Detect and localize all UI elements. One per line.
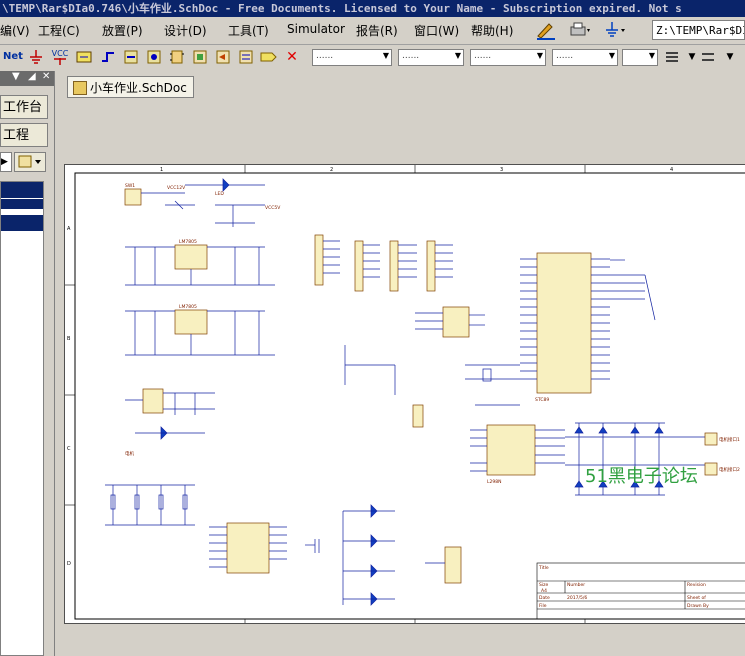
label-motor: 电机 (125, 450, 134, 457)
distribute-dropdown-icon[interactable]: ▼ (726, 52, 734, 62)
wiring-toolbar: Net VCC ✕ ......▼ ......▼ ......▼ ......… (0, 45, 745, 72)
schematic-sheet[interactable]: 1 2 3 4 A B C D (64, 164, 745, 624)
zone-number-1: 1 (160, 167, 163, 173)
bus-entry-icon[interactable] (76, 49, 92, 65)
project-menu-button[interactable] (14, 152, 46, 172)
bus-icon[interactable] (123, 49, 139, 65)
label-lm7805-2: LM7805 (179, 304, 197, 310)
ground-icon[interactable] (603, 20, 627, 40)
label-vcc5-1: VCC5V (265, 205, 281, 211)
vcc-port-label: VCC (51, 49, 69, 58)
zone-letter-c: C (67, 446, 71, 452)
title-block-date-value: 2017/5/6 (567, 595, 587, 601)
align-icon[interactable] (664, 49, 680, 65)
panel-menu-icon[interactable]: ▼ (12, 71, 20, 82)
zone-number-3: 3 (500, 167, 503, 173)
label-led: LED (215, 191, 224, 197)
label-sw1: SW1 (125, 183, 135, 189)
menu-project[interactable]: 工程(C) (38, 24, 80, 38)
title-block-file: File (539, 603, 547, 609)
device-sheet-icon[interactable] (238, 49, 254, 65)
label-lm7805-1: LM7805 (179, 239, 197, 245)
zone-letter-b: B (67, 336, 71, 342)
project-tree-item[interactable] (1, 215, 43, 231)
menu-window[interactable]: 窗口(W) (414, 24, 460, 38)
document-path-field[interactable]: Z:\TEMP\Rar$DIa (652, 20, 745, 40)
tab-schdoc[interactable]: 小车作业.SchDoc (67, 76, 194, 98)
port-icon[interactable] (260, 49, 277, 65)
label-vcc12: VCC12V (167, 185, 186, 191)
zone-number-4: 4 (670, 167, 673, 173)
zone-letter-a: A (67, 226, 71, 232)
title-block-number: Number (567, 582, 585, 588)
menu-tools[interactable]: 工具(T) (228, 24, 269, 38)
label-motor-port-2: 电机接口2 (719, 466, 740, 473)
title-block-sheet: Sheet of (687, 595, 706, 601)
title-block-size: Size (539, 582, 548, 588)
part-icon[interactable] (169, 49, 185, 65)
menu-help[interactable]: 帮助(H) (471, 24, 514, 38)
schematic-drawing: 1 2 3 4 A B C D (65, 165, 745, 623)
tree-toggle-icon[interactable]: ▶ (0, 152, 12, 172)
panel-header: ▼ ◢ ✕ (0, 71, 54, 86)
title-block-date: Date (539, 595, 550, 601)
projects-panel: ▼ ◢ ✕ 工作台 工程 ▶ (0, 71, 55, 656)
title-block-title: Title (538, 565, 549, 571)
filter-dropdown-4[interactable]: ......▼ (552, 49, 618, 66)
window-title: \TEMP\Rar$DIa0.746\小车作业.SchDoc - Free Do… (2, 2, 682, 15)
close-icon[interactable]: ✕ (42, 71, 51, 82)
project-button[interactable]: 工程 (0, 123, 48, 147)
filter-dropdown-1[interactable]: ......▼ (312, 49, 392, 66)
distribute-icon[interactable] (700, 49, 716, 65)
signal-harness-icon[interactable] (146, 49, 162, 65)
schematic-file-icon (73, 81, 87, 95)
menu-view[interactable]: 编(V) (0, 24, 30, 38)
menu-design[interactable]: 设计(D) (164, 24, 207, 38)
zone-letter-d: D (67, 561, 71, 567)
project-tree-item[interactable] (1, 198, 43, 209)
zone-number-2: 2 (330, 167, 333, 173)
no-erc-icon[interactable]: ✕ (286, 49, 298, 65)
filter-dropdown-3[interactable]: ......▼ (470, 49, 546, 66)
workspace-button[interactable]: 工作台 (0, 95, 48, 119)
project-tree[interactable] (0, 181, 44, 656)
label-l298n: L298N (487, 479, 501, 485)
sheet-entry-icon[interactable] (215, 49, 231, 65)
pin-icon[interactable]: ◢ (28, 71, 36, 82)
sheet-symbol-icon[interactable] (192, 49, 208, 65)
filter-dropdown-2[interactable]: ......▼ (398, 49, 464, 66)
title-block-drawn: Drawn By (687, 603, 709, 609)
ground-port-icon[interactable] (28, 49, 44, 65)
project-tree-item-selected[interactable] (1, 182, 43, 198)
label-mcu: STC89 (535, 397, 549, 403)
wire-icon[interactable] (100, 49, 116, 65)
menu-bar: 编(V) 工程(C) 放置(P) 设计(D) 工具(T) Simulator 报… (0, 17, 745, 45)
watermark-text: 51黑电子论坛 (585, 466, 698, 487)
title-block-size-value: A4 (541, 588, 547, 594)
menu-simulator[interactable]: Simulator (287, 22, 345, 36)
tab-schdoc-label: 小车作业.SchDoc (90, 81, 187, 95)
title-block-revision: Revision (687, 582, 706, 588)
align-dropdown-icon[interactable]: ▼ (688, 52, 696, 62)
vcc-port-icon[interactable]: VCC (50, 49, 70, 65)
filter-dropdown-5[interactable]: ▼ (622, 49, 658, 66)
window-title-bar: \TEMP\Rar$DIa0.746\小车作业.SchDoc - Free Do… (0, 0, 745, 17)
edit-icon[interactable] (535, 20, 557, 40)
menu-reports[interactable]: 报告(R) (356, 24, 398, 38)
menu-place[interactable]: 放置(P) (102, 24, 143, 38)
net-label-icon[interactable]: Net (3, 51, 23, 62)
label-motor-port-1: 电机接口1 (719, 436, 740, 443)
document-tab-bar: 小车作业.SchDoc (55, 71, 745, 103)
print-icon[interactable] (568, 20, 592, 40)
schematic-canvas[interactable]: 1 2 3 4 A B C D (55, 103, 745, 656)
